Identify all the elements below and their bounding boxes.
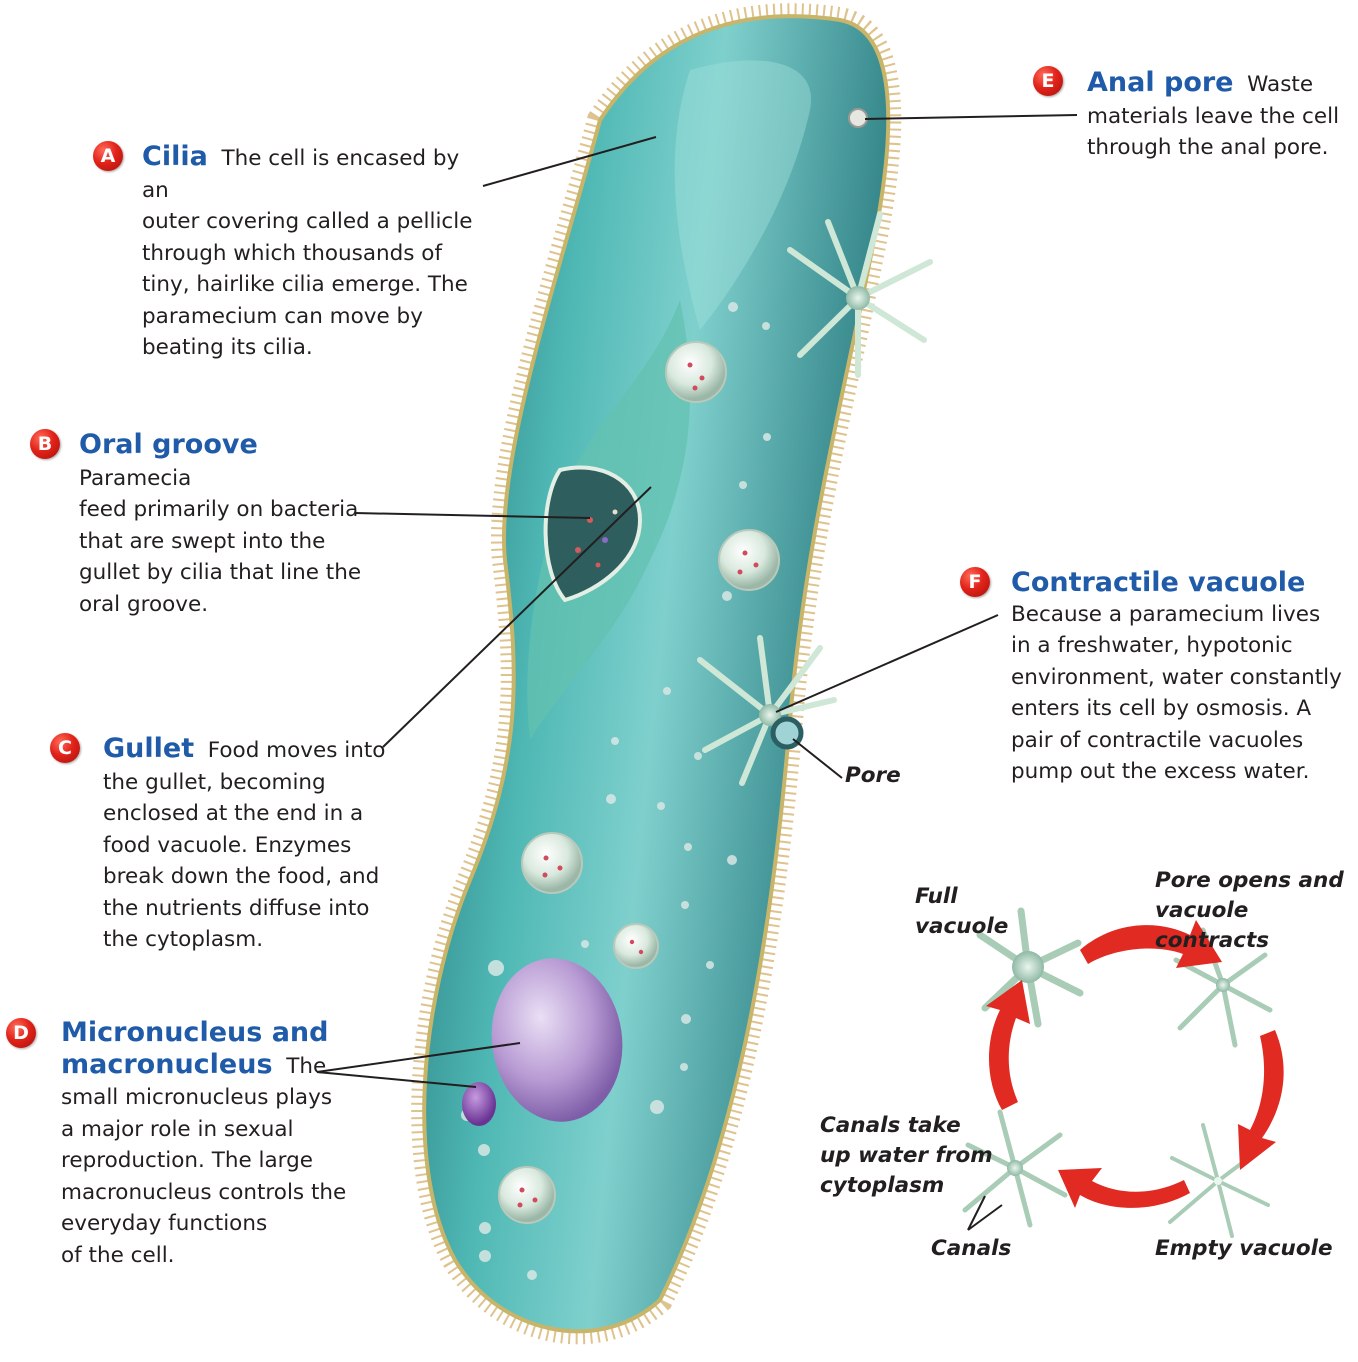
callout-contractile-vacuole: Contractile vacuole Because a paramecium… [1011,567,1351,788]
callout-nuclei-line-5: macronucleus controls the [61,1177,361,1209]
callout-gullet-line-5: break down the food, and [103,861,393,893]
cycle-canals-caption: Canals [931,1234,1011,1264]
callout-anal-pore-line-1: Waste [1247,72,1313,97]
callout-anal-pore: Anal pore Waste materials leave the cell… [1087,67,1352,164]
arrow-contracts-to-empty [1238,1030,1284,1170]
cycle-empty-caption: Empty vacuole [1155,1234,1333,1264]
pore-label: Pore [845,761,901,791]
callout-nuclei-title-1: Micronucleus and [61,1017,361,1049]
callout-cilia-line-2: outer covering called a pellicle [142,206,492,238]
cycle-full-caption: Full vacuole [915,882,1008,942]
callout-cilia-line-4: tiny, hairlike cilia emerge. The [142,269,492,301]
badge-b: B [30,429,60,459]
callout-cilia: Cilia The cell is encased by an outer co… [142,141,492,364]
callout-contractile-vacuole-line-1: Because a paramecium lives [1011,599,1351,631]
callout-contractile-vacuole-line-4: enters its cell by osmosis. A [1011,693,1351,725]
callout-gullet-title: Gullet [103,733,194,764]
badge-c: C [50,733,80,763]
callout-oral-groove-title: Oral groove [79,429,258,460]
callout-contractile-vacuole-line-2: in a freshwater, hypotonic [1011,630,1351,662]
callout-gullet-line-7: the cytoplasm. [103,924,393,956]
arrow-empty-to-filling [1058,1168,1190,1208]
leader-canals-2 [968,1205,1002,1230]
badge-f: F [960,567,990,597]
cycle-canals-take-line-1: Canals take [820,1111,993,1141]
callout-cilia-line-5: paramecium can move by [142,301,492,333]
badge-d: D [6,1018,36,1048]
callout-nuclei-line-4: reproduction. The large [61,1145,361,1177]
callout-anal-pore-line-3: through the anal pore. [1087,132,1352,164]
callout-oral-groove-line-5: oral groove. [79,589,379,621]
callout-gullet-line-2: the gullet, becoming [103,767,393,799]
cycle-canals-take-caption: Canals take up water from cytoplasm [820,1111,993,1201]
callout-nuclei-title-2: macronucleus [61,1049,273,1080]
callout-cilia-line-3: through which thousands of [142,238,492,270]
callout-nuclei-line-6: everyday functions [61,1208,361,1240]
cycle-contracts-line-2: vacuole contracts [1155,896,1358,956]
callout-oral-groove-line-4: gullet by cilia that line the [79,557,379,589]
callout-cilia-line-6: beating its cilia. [142,332,492,364]
cycle-contracts-line-1: Pore opens and [1155,866,1358,896]
callout-gullet: Gullet Food moves into the gullet, becom… [103,733,393,956]
callout-oral-groove: Oral groove Paramecia feed primarily on … [79,429,379,620]
callout-gullet-line-6: the nutrients diffuse into [103,893,393,925]
cycle-full-line-1: Full [915,882,1008,912]
callout-gullet-line-1: Food moves into [208,738,386,763]
cell-body [424,16,888,1331]
anal-pore [849,109,867,127]
callout-oral-groove-line-1: Paramecia [79,466,191,491]
callout-gullet-line-4: food vacuole. Enzymes [103,830,393,862]
callout-anal-pore-line-2: materials leave the cell [1087,101,1352,133]
micronucleus [462,1082,496,1126]
callout-nuclei-line-7: of the cell. [61,1240,361,1272]
callout-contractile-vacuole-line-5: pair of contractile vacuoles [1011,725,1351,757]
cycle-canals-take-line-2: up water from [820,1141,993,1171]
callout-contractile-vacuole-line-6: pump out the excess water. [1011,756,1351,788]
callout-nuclei-line-2: small micronucleus plays [61,1082,361,1114]
callout-cilia-title: Cilia [142,141,208,172]
callout-contractile-vacuole-title: Contractile vacuole [1011,567,1351,599]
badge-e: E [1033,66,1063,96]
cycle-contracts-caption: Pore opens and vacuole contracts [1155,866,1358,956]
cycle-full-line-2: vacuole [915,912,1008,942]
callout-oral-groove-line-3: that are swept into the [79,526,379,558]
callout-contractile-vacuole-line-3: environment, water constantly [1011,662,1351,694]
callout-oral-groove-line-2: feed primarily on bacteria [79,494,379,526]
callout-nuclei-line-3: a major role in sexual [61,1114,361,1146]
callout-nuclei-line-1: The [286,1054,326,1079]
leader-pore [793,739,842,778]
callout-nuclei: Micronucleus and macronucleus The small … [61,1017,361,1271]
callout-anal-pore-title: Anal pore [1087,67,1234,98]
callout-gullet-line-3: enclosed at the end in a [103,798,393,830]
badge-a: A [93,141,123,171]
cycle-canals-take-line-3: cytoplasm [820,1171,993,1201]
